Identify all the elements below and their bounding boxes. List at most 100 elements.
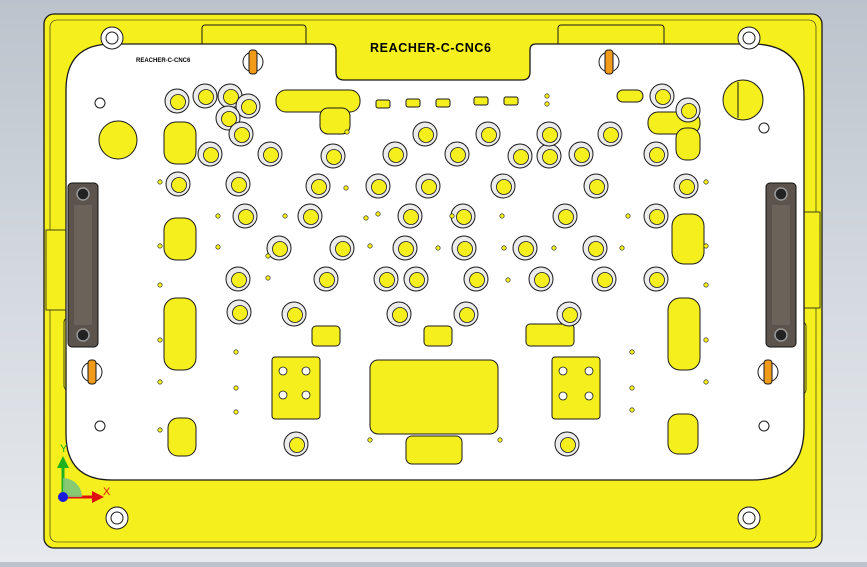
hole-pin <box>496 179 512 195</box>
dimple-dot <box>157 337 163 343</box>
hole-pin <box>542 149 558 165</box>
hole-pin <box>513 149 529 165</box>
hole-pin <box>388 147 404 163</box>
dimple-dot <box>505 277 511 283</box>
hole-pin <box>289 437 305 453</box>
hole-pin <box>392 307 408 323</box>
hole-pin <box>232 305 248 321</box>
dimple-dots <box>157 93 709 443</box>
dimple-dot <box>265 275 271 281</box>
hole-pin <box>319 272 335 288</box>
hole-pin <box>311 179 327 195</box>
hole-pin <box>457 241 473 257</box>
hole-pin <box>655 89 671 105</box>
dimple-dot <box>544 93 550 99</box>
dimple-dot <box>157 282 163 288</box>
hole-pin <box>234 127 250 143</box>
dowel-pins <box>81 49 779 385</box>
hole-pin <box>456 209 472 225</box>
hole-pin <box>534 272 550 288</box>
top-plate[interactable] <box>65 43 805 481</box>
dimple-dot <box>343 185 349 191</box>
hole-pin <box>562 307 578 323</box>
hole-pin <box>418 127 434 143</box>
hole-pin <box>241 99 257 115</box>
dimple-dot <box>265 253 271 259</box>
base-bolts <box>94 26 770 530</box>
dimple-dot <box>157 243 163 249</box>
view-triad[interactable]: Y X <box>57 443 111 503</box>
hole-pin <box>263 147 279 163</box>
hole-pin <box>326 149 342 165</box>
dimple-dot <box>367 243 373 249</box>
locating-bosses <box>98 79 764 160</box>
hole-pin <box>272 241 288 257</box>
hole-pin <box>450 147 466 163</box>
hole-pin <box>574 147 590 163</box>
hole-pin <box>398 241 414 257</box>
hole-pin <box>588 241 604 257</box>
dimple-dot <box>449 213 455 219</box>
dimple-dot <box>375 211 381 217</box>
hole-pin <box>303 209 319 225</box>
dimple-dot <box>344 129 350 135</box>
hole-pin <box>542 127 558 143</box>
hole-pin <box>203 147 219 163</box>
dimple-dot <box>501 245 507 251</box>
dimple-dot <box>233 409 239 415</box>
hole-pin <box>170 94 186 110</box>
right-clamp[interactable] <box>765 182 797 348</box>
hole-pin <box>518 241 534 257</box>
dimple-dot <box>499 213 505 219</box>
dimple-dot <box>157 427 163 433</box>
pin-holes <box>164 83 701 457</box>
hole-pin <box>649 147 665 163</box>
dimple-dot <box>282 213 288 219</box>
hole-pin <box>379 272 395 288</box>
left-clamp[interactable] <box>67 182 99 348</box>
dimple-dot <box>629 385 635 391</box>
hole-pin <box>403 209 419 225</box>
dimple-dot <box>233 349 239 355</box>
dimple-dot <box>703 243 709 249</box>
hole-pin <box>459 307 475 323</box>
dimple-dot <box>157 379 163 385</box>
part-label: REACHER-C-CNC6 <box>370 41 492 55</box>
hole-pin <box>481 127 497 143</box>
dimple-dot <box>435 245 441 251</box>
hole-pin <box>223 89 239 105</box>
dimple-dot <box>703 179 709 185</box>
hole-pin <box>287 307 303 323</box>
dimple-dot <box>215 244 221 250</box>
hole-pin <box>603 127 619 143</box>
small-part-label: REACHER-C-CNC6 <box>136 58 191 64</box>
dimple-dot <box>625 213 631 219</box>
hole-pin <box>649 272 665 288</box>
dimple-dot <box>619 245 625 251</box>
hole-pin <box>198 89 214 105</box>
dimple-dot <box>551 245 557 251</box>
triad-y-label: Y <box>60 443 68 455</box>
dimple-dot <box>367 437 373 443</box>
dimple-dot <box>703 282 709 288</box>
hole-pin <box>335 241 351 257</box>
hole-pin <box>371 179 387 195</box>
dimple-dot <box>215 213 221 219</box>
hole-pin <box>681 103 697 119</box>
dimple-dot <box>157 179 163 185</box>
hole-pin <box>469 272 485 288</box>
hole-pin <box>421 179 437 195</box>
hole-pin <box>560 437 576 453</box>
hole-pin <box>231 177 247 193</box>
hole-pin <box>171 177 187 193</box>
hole-pin <box>679 179 695 195</box>
triad-x-label: X <box>103 486 111 498</box>
dimple-dot <box>703 379 709 385</box>
pocket-holes <box>278 366 594 401</box>
dimple-dot <box>629 407 635 413</box>
hole-pin <box>589 179 605 195</box>
hole-pin <box>409 272 425 288</box>
dimple-dot <box>544 101 550 107</box>
